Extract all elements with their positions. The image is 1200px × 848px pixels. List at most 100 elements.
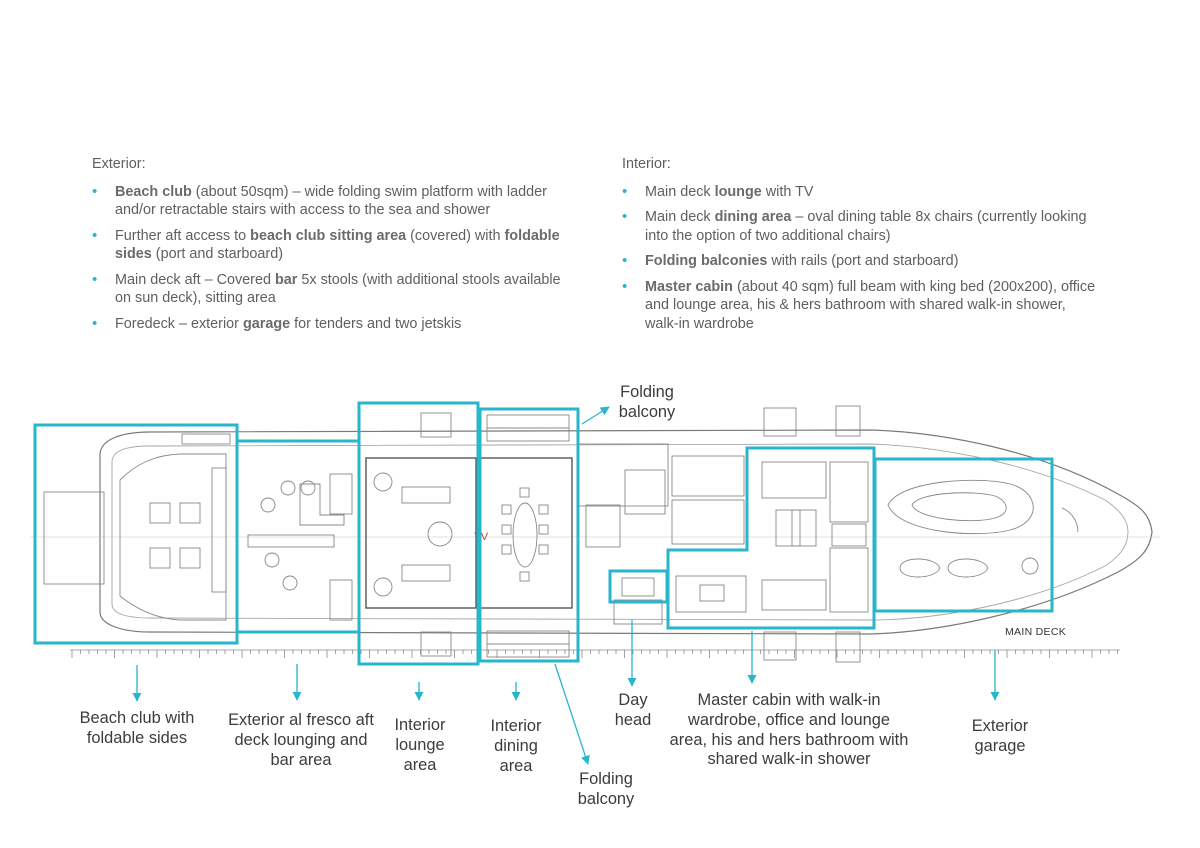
aft-stair-stbd [329, 579, 353, 621]
dining-chair [538, 504, 549, 515]
item-text: Main deck [645, 183, 715, 200]
lounge-chair [373, 472, 393, 492]
list-item: Master cabin (about 40 sqm) full beam wi… [622, 278, 1102, 334]
label-lounge: Interior lounge area [394, 716, 446, 774]
stool [282, 575, 298, 591]
lounge-fixtures [365, 412, 477, 657]
swim-platform [43, 491, 105, 585]
item-text: – oval dining table 8x chairs (currently… [645, 209, 1087, 244]
king-bed-pillows [791, 509, 801, 547]
item-bold: foldable sides [115, 227, 560, 263]
garage-box [873, 457, 1054, 613]
bow-detail [1061, 507, 1079, 533]
stool [300, 480, 316, 496]
service-room [624, 469, 666, 515]
crew-mess [671, 499, 745, 545]
beach-club-box [33, 423, 239, 645]
item-text: (covered) with [406, 227, 505, 244]
label-master-cabin: Master cabin with walk-in wardrobe, offi… [669, 691, 909, 769]
label-garage: Exterior garage [971, 717, 1029, 755]
office-desk-area [675, 575, 747, 613]
list-item: Foredeck – exterior garage for tenders a… [92, 315, 572, 334]
list-item: Beach club (about 50sqm) – wide folding … [92, 183, 572, 220]
bar-counter [299, 483, 345, 526]
item-text: (about 50sqm) – wide folding swim platfo… [115, 183, 547, 219]
list-item: Main deck dining area – oval dining tabl… [622, 208, 1102, 245]
master-balcony-fixture [835, 405, 861, 437]
day-head-fixture [621, 577, 655, 597]
deck-winch [1021, 557, 1039, 575]
item-text: Further aft access to [115, 227, 251, 244]
beach-club-bench [211, 467, 227, 593]
day-head-box [608, 569, 669, 604]
ruler-ticks [71, 650, 1118, 658]
list-item: Main deck lounge with TV [622, 183, 1102, 202]
stool [260, 497, 276, 513]
item-bold: beach club sitting area [250, 227, 407, 244]
item-text: for tenders and two jetskis [290, 315, 462, 332]
stool [280, 480, 296, 496]
item-text: Main deck [645, 209, 715, 225]
day-head-stair [613, 599, 663, 625]
master-box [666, 446, 876, 630]
dining-chair [519, 487, 530, 498]
beach-club-stair [181, 433, 231, 445]
dining-chair [538, 524, 549, 535]
item-bold: lounge [714, 183, 762, 200]
item-text: Foredeck – exterior [115, 315, 243, 332]
item-text: (about 40 sqm) full beam with king bed (… [645, 278, 1096, 332]
item-text: with rails (port and starboard) [767, 253, 959, 269]
aft-stair-port [329, 473, 353, 515]
lounge-box [357, 401, 480, 666]
exterior-column: Exterior: Beach club (about 50sqm) – wid… [92, 155, 572, 340]
jetski [899, 558, 941, 578]
dining-fixtures [479, 414, 573, 658]
lounge-table [427, 521, 453, 547]
garage-fixtures [887, 479, 1079, 578]
tender-interior [911, 492, 1007, 522]
hull-outline [99, 429, 1153, 635]
beach-club-deck [119, 453, 227, 621]
dining-chair [519, 571, 530, 582]
lounge-wall [365, 457, 477, 609]
stool [264, 552, 280, 568]
interior-list: Main deck lounge with TV Main deck dinin… [622, 183, 1102, 334]
aft-deck-fixtures [247, 473, 353, 621]
label-day-head: Day head [614, 691, 652, 729]
item-bold: garage [242, 315, 291, 332]
lounge-balcony-fixture [420, 412, 452, 438]
interior-column: Interior: Main deck lounge with TV Main … [622, 155, 1102, 340]
lounge-sofa [401, 486, 451, 504]
master-balcony-fixture [835, 631, 861, 663]
lounge-sofa-master [761, 579, 827, 611]
tender [887, 479, 1034, 534]
wardrobe [761, 461, 827, 499]
item-bold: Beach club [115, 183, 192, 200]
arrow-folding-balcony-bottom [554, 663, 590, 765]
master-balcony-fixture [763, 407, 797, 437]
label-dining: Interior dining area [490, 717, 542, 775]
label-folding-balcony-bottom: Folding balcony [577, 770, 635, 808]
label-aft-deck: Exterior al fresco aft deck lounging and… [228, 711, 374, 769]
arrow-folding-balcony-top [581, 406, 610, 425]
list-item: Further aft access to beach club sitting… [92, 227, 572, 264]
lounge-balcony-fixture [420, 631, 452, 657]
shared-shower [831, 523, 867, 547]
jetski [947, 558, 989, 578]
galley [577, 443, 669, 507]
hull-inner-outline [111, 443, 1129, 621]
lounge-chair [373, 577, 393, 597]
list-item: Main deck aft – Covered bar 5x stools (w… [92, 271, 572, 308]
lounger [149, 502, 171, 524]
interior-heading: Interior: [622, 156, 671, 172]
ruler [70, 649, 1120, 658]
mid-service-fixtures [577, 443, 747, 625]
stairwell [585, 504, 621, 548]
dining-chair [538, 544, 549, 555]
master-fixtures [761, 405, 869, 663]
exterior-heading: Exterior: [92, 156, 146, 172]
lounger [179, 502, 201, 524]
bathroom-stbd [829, 547, 869, 613]
lounge-sofa [401, 564, 451, 582]
